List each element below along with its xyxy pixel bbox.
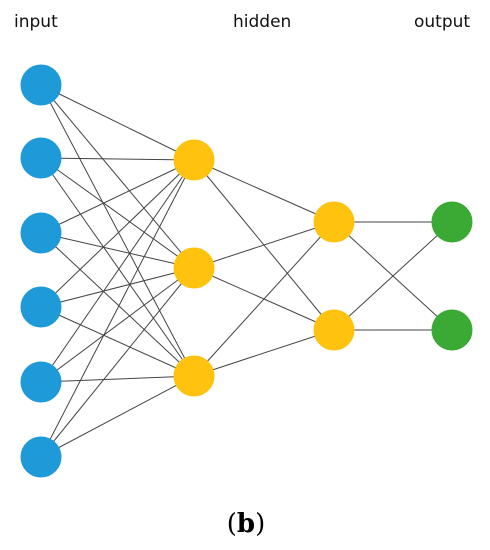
caption-letter: b <box>237 509 255 539</box>
edge-input-4-to-hidden-1-1 <box>40 159 195 308</box>
input-layer-label: input <box>14 12 58 32</box>
edge-input-2-to-hidden-1-3 <box>40 157 195 377</box>
caption-close-paren: ) <box>255 509 265 539</box>
hidden-1-node-2 <box>173 247 215 289</box>
hidden-layer-label: hidden <box>233 12 291 32</box>
hidden-1-node-3 <box>173 355 215 397</box>
edge-input-5-to-hidden-1-1 <box>40 159 195 383</box>
edge-input-3-to-hidden-1-1 <box>40 159 195 234</box>
edge-input-6-to-hidden-1-2 <box>40 267 195 458</box>
input-node-3 <box>20 212 62 254</box>
output-node-1 <box>431 201 473 243</box>
edge-input-2-to-hidden-1-1 <box>40 157 195 161</box>
hidden-2-node-2 <box>313 309 355 351</box>
edge-input-4-to-hidden-1-2 <box>40 267 195 308</box>
output-layer-label: output <box>414 12 470 32</box>
edge-input-3-to-hidden-1-2 <box>40 232 195 269</box>
input-node-1 <box>20 64 62 106</box>
edge-hidden-1-3-to-hidden-2-2 <box>193 329 335 377</box>
edge-input-5-to-hidden-1-2 <box>40 267 195 383</box>
input-node-4 <box>20 286 62 328</box>
edge-input-6-to-hidden-1-3 <box>40 375 195 458</box>
edge-hidden-1-2-to-hidden-2-1 <box>193 221 335 269</box>
input-node-6 <box>20 436 62 478</box>
hidden-1-node-1 <box>173 139 215 181</box>
edge-hidden-1-1-to-hidden-2-1 <box>193 159 335 223</box>
edge-input-3-to-hidden-1-3 <box>40 232 195 377</box>
input-node-5 <box>20 361 62 403</box>
edge-hidden-1-3-to-hidden-2-1 <box>193 221 335 377</box>
hidden-2-node-1 <box>313 201 355 243</box>
edge-input-5-to-hidden-1-3 <box>40 375 195 383</box>
figure-caption: (b) <box>227 509 266 539</box>
caption-open-paren: ( <box>227 509 237 539</box>
edge-input-1-to-hidden-1-3 <box>40 84 195 377</box>
output-node-2 <box>431 309 473 351</box>
connections <box>40 84 453 458</box>
edge-input-1-to-hidden-1-1 <box>40 84 195 161</box>
edge-input-1-to-hidden-1-2 <box>40 84 195 269</box>
edge-input-2-to-hidden-1-2 <box>40 157 195 269</box>
edge-input-4-to-hidden-1-3 <box>40 306 195 377</box>
input-node-2 <box>20 137 62 179</box>
edge-input-6-to-hidden-1-1 <box>40 159 195 458</box>
edge-hidden-2-2-to-output-1 <box>333 221 453 331</box>
neurons <box>20 64 473 478</box>
